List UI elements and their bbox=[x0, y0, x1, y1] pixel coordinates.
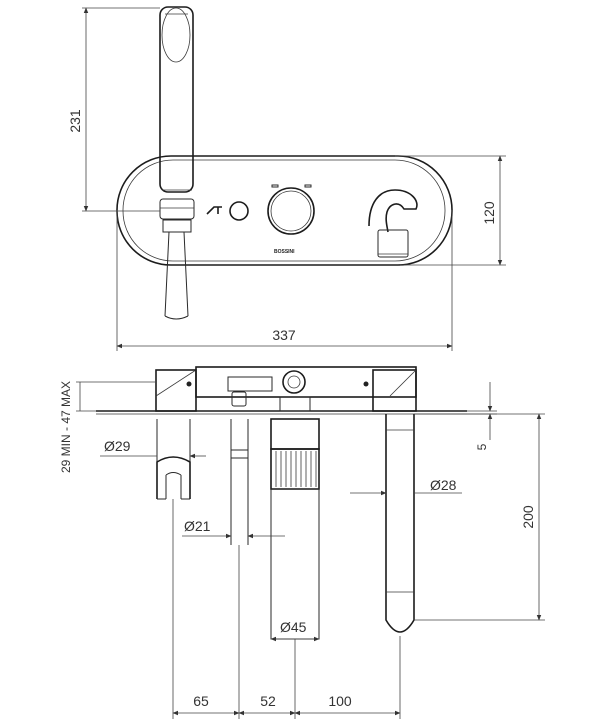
dim-29-47: 29 MIN - 47 MAX bbox=[59, 381, 73, 473]
dim-337: 337 bbox=[272, 327, 296, 343]
dim-120: 120 bbox=[481, 201, 497, 225]
wall-plate-inner bbox=[122, 159, 446, 262]
spout-side bbox=[385, 414, 415, 633]
thermostatic-handle bbox=[267, 187, 315, 235]
hand-shower bbox=[159, 6, 195, 320]
brand-mark: BOSSINI bbox=[274, 249, 295, 255]
diverter-icon bbox=[206, 206, 222, 215]
dim-65: 65 bbox=[193, 693, 209, 709]
dim-231: 231 bbox=[67, 109, 83, 133]
dim-52: 52 bbox=[260, 693, 276, 709]
hose-outlet bbox=[156, 419, 191, 500]
dim-200: 200 bbox=[520, 505, 536, 529]
dim-d21: Ø21 bbox=[184, 518, 211, 534]
front-view: BOSSINI 231 120 337 bbox=[67, 6, 506, 351]
bath-spout bbox=[368, 189, 418, 258]
side-view: 29 MIN - 47 MAX Ø29 5 Ø28 200 Ø21 Ø45 bbox=[59, 366, 545, 719]
thermostatic-cartridge bbox=[270, 418, 320, 640]
dim-5: 5 bbox=[475, 443, 489, 450]
diverter-knob bbox=[229, 201, 249, 221]
embedded-body bbox=[155, 366, 417, 412]
dim-100: 100 bbox=[328, 693, 352, 709]
dim-d45: Ø45 bbox=[280, 619, 307, 635]
dim-d28: Ø28 bbox=[430, 477, 457, 493]
dim-d29: Ø29 bbox=[104, 438, 131, 454]
diverter-connector bbox=[230, 419, 249, 545]
